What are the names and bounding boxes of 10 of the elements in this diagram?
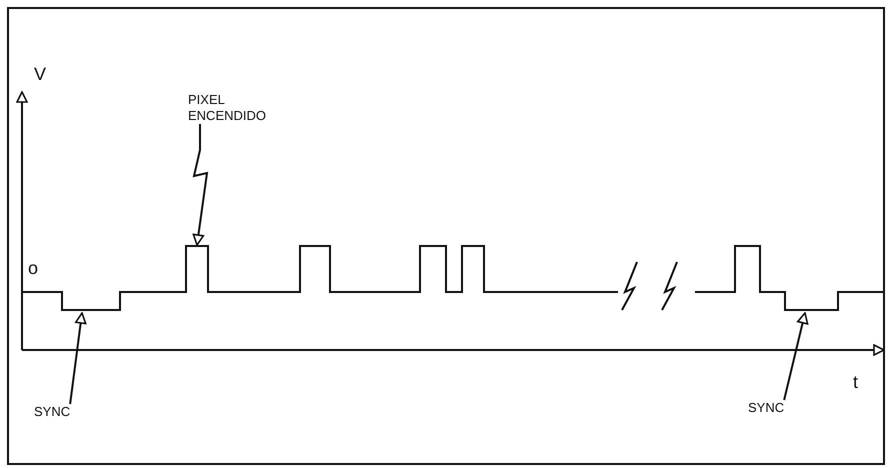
axis-label: t — [853, 372, 858, 392]
callout-label: SYNC — [34, 404, 70, 420]
leader-arrow — [69, 312, 86, 404]
leader-arrow — [783, 312, 808, 400]
callout-label: PIXEL ENCENDIDO — [188, 92, 278, 124]
callout-label: SYNC — [748, 400, 784, 416]
axis-label: V — [34, 64, 46, 84]
waveform-drawing — [21, 245, 886, 311]
origin-label: o — [28, 258, 38, 278]
lightning-arrow — [192, 124, 208, 246]
